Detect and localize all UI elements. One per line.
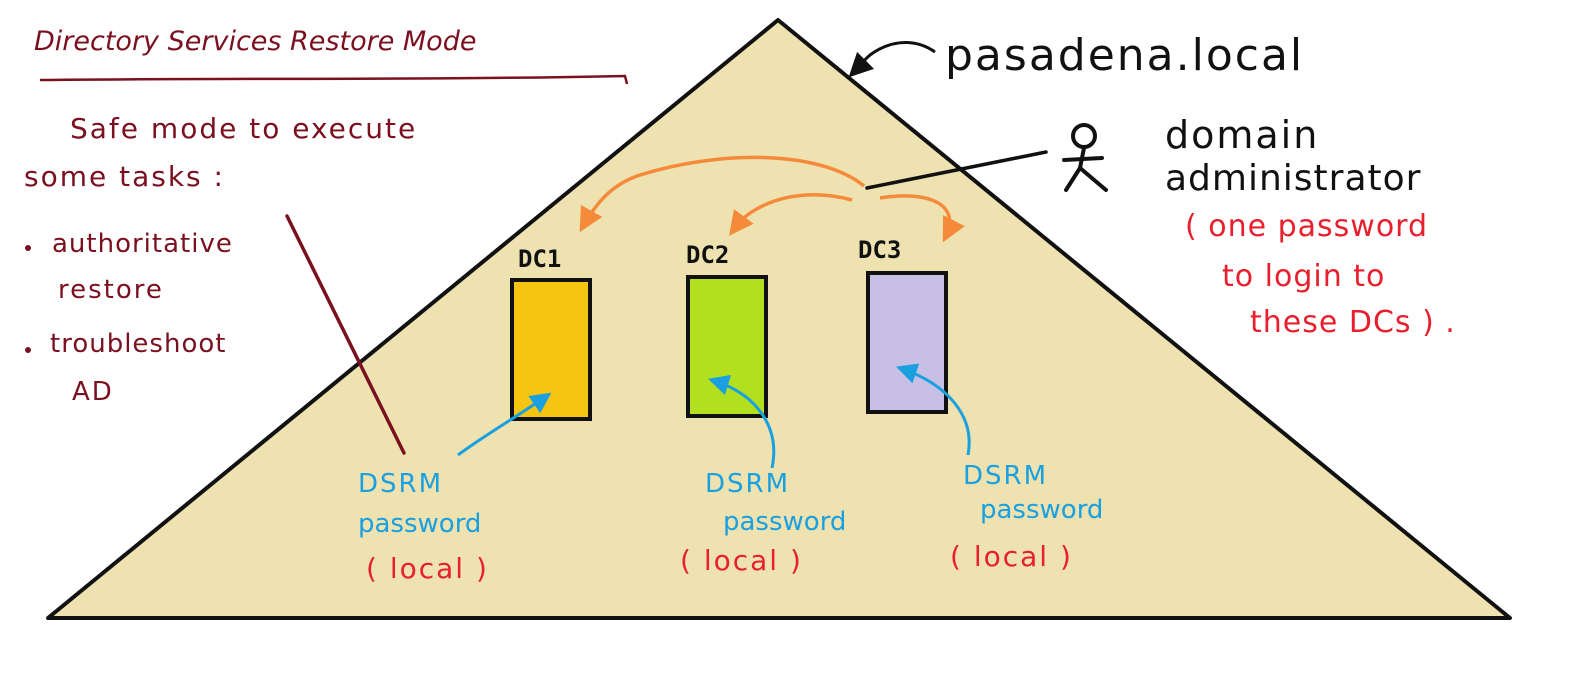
person-icon (1062, 123, 1108, 192)
domain-triangle (46, 18, 1512, 620)
bullet-dot-1 (25, 245, 31, 251)
dc2-label: DC2 (686, 241, 729, 269)
bullet-1-line-2: restore (58, 275, 164, 305)
dc3-dsrm-arrow (896, 363, 971, 456)
dc2-dsrm-line-1: DSRM (705, 469, 790, 499)
dc2-box[interactable] (686, 275, 768, 418)
domain-name-arrow (848, 41, 936, 78)
title: Directory Services Restore Mode (34, 26, 476, 57)
dc3-dsrm-line-2: password (980, 495, 1103, 525)
dc1-scope: ( local ) (366, 552, 489, 585)
dc3-group: DC3 DSRM password ( local ) (858, 236, 1103, 573)
dc3-label: DC3 (858, 236, 901, 264)
dc1-dsrm-line-2: password (358, 509, 481, 539)
dc2-dsrm-line-2: password (723, 507, 846, 537)
admin-label-line-2: administrator (1165, 158, 1421, 199)
admin-label-line-1: domain (1165, 113, 1319, 157)
admin-to-dc2-arrow (729, 193, 853, 236)
dc1-label: DC1 (518, 245, 561, 273)
bullet-2-line-2: AD (72, 377, 114, 407)
notes-pointer-line (285, 214, 406, 455)
dc1-group: DC1 DSRM password ( local ) (358, 245, 592, 585)
bullet-1-line-1: authoritative (52, 229, 233, 259)
dc3-dsrm-line-1: DSRM (963, 461, 1048, 491)
domain-name: pasadena.local (945, 30, 1304, 81)
dc1-dsrm-arrow (457, 392, 552, 457)
notes-line-2: some tasks : (24, 160, 225, 193)
admin-to-dc1-arrow (579, 155, 866, 233)
dc1-box[interactable] (510, 278, 592, 421)
notes-line-1: Safe mode to execute (70, 112, 417, 145)
dc3-box[interactable] (866, 271, 948, 414)
dc2-group: DC2 DSRM password ( local ) (680, 241, 846, 577)
bullet-dot-2 (25, 347, 31, 353)
dc3-scope: ( local ) (950, 540, 1073, 573)
admin-to-dc3-arrow (879, 194, 965, 243)
dc2-scope: ( local ) (680, 544, 803, 577)
admin-note-line-1: ( one password (1185, 209, 1428, 244)
dc2-dsrm-arrow (707, 374, 776, 469)
admin-note-line-3: these DCs ) . (1250, 305, 1456, 340)
bullet-2-line-1: troubleshoot (50, 329, 226, 359)
admin-pointer-line (865, 150, 1048, 190)
title-underline (39, 74, 629, 85)
dc1-dsrm-line-1: DSRM (358, 469, 443, 499)
admin-note-line-2: to login to (1222, 259, 1385, 294)
